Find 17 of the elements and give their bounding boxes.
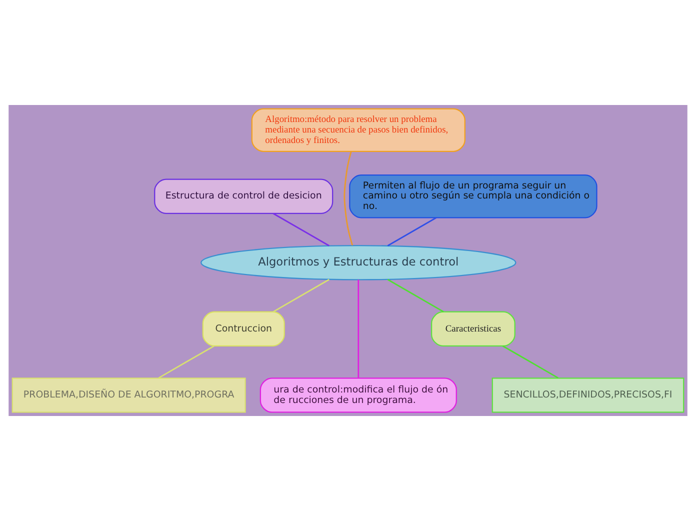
connector [272,212,330,246]
node-box: Algoritmo:método para resolver un problema mediante una secuencia de pasos bien definidos, ordenados y finitos. [251,108,466,152]
connector [502,344,558,378]
node-ellipse: Algoritmos y Estructuras de control [200,244,516,280]
node-box: Permiten al flujo de un programa seguir un camino u otro según se cumpla una condición o no. [349,174,598,218]
connector [272,278,330,312]
connector [387,216,437,246]
node-box: ura de control:modifica el flujo de ón de rucciones de un programa. [260,377,457,412]
node-box: SENCILLOS,DEFINIDOS,PRECISOS,FI [492,377,684,412]
node-box: Estructura de control de desicion [154,178,334,214]
connector [344,150,354,245]
connector [158,344,214,378]
node-box: Caracteristicas [430,310,516,346]
connector [358,279,360,378]
connector [387,278,444,312]
node-box: PROBLEMA,DISEÑO DE ALGORITMO,PROGRA [12,377,246,412]
node-box: Contruccion [202,310,285,346]
